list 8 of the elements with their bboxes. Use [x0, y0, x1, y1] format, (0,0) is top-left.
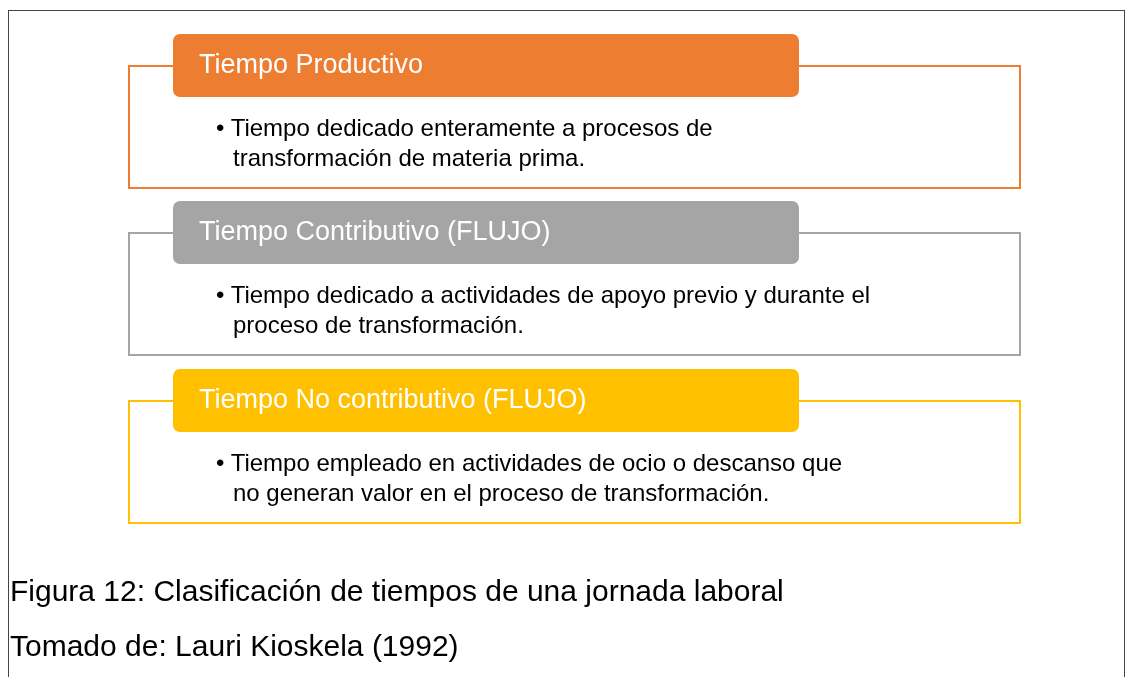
- bullet-text: • Tiempo dedicado a actividades de apoyo previo y durante el proceso de transformación.: [216, 280, 872, 340]
- category-heading: Tiempo No contributivo (FLUJO): [173, 369, 799, 432]
- bullet-text: • Tiempo empleado en actividades de ocio o descanso que no generan valor en el proceso de transformación.: [216, 448, 844, 508]
- category-heading: Tiempo Productivo: [173, 34, 799, 97]
- category-heading: Tiempo Contributivo (FLUJO): [173, 201, 799, 264]
- source-note: Tomado de: Lauri Kioskela (1992): [10, 629, 459, 663]
- bullet-text: • Tiempo dedicado enteramente a procesos de transformación de materia prima.: [216, 113, 714, 173]
- figure-caption: Figura 12: Clasificación de tiempos de una jornada laboral: [10, 574, 784, 608]
